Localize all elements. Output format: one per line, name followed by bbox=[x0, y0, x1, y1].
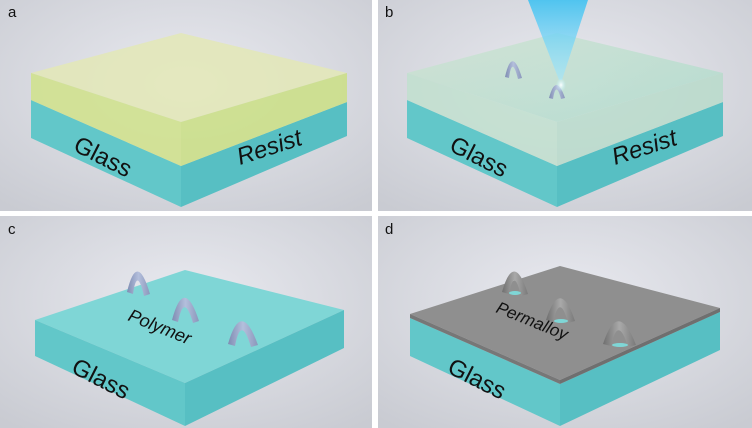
glass-left-face bbox=[410, 318, 560, 426]
resist-top bbox=[407, 33, 723, 122]
polymer-arch-3 bbox=[228, 321, 258, 347]
coated-arch-3 bbox=[603, 321, 636, 347]
resist-right-face bbox=[181, 73, 347, 166]
panel-letter-c: c bbox=[8, 221, 16, 238]
polymer-arch-2 bbox=[172, 297, 199, 323]
resist-right-face bbox=[557, 73, 723, 166]
arch-1-opening bbox=[509, 291, 521, 295]
resist-left-face bbox=[31, 73, 181, 166]
glass-left-face bbox=[407, 100, 557, 207]
written-arch-1 bbox=[505, 61, 522, 79]
glass-top bbox=[35, 270, 344, 383]
panel-a: a Glass Resist bbox=[0, 0, 372, 211]
glass-left-face bbox=[31, 100, 181, 207]
panel-letter-b: b bbox=[385, 4, 393, 21]
glass-right-face bbox=[557, 102, 723, 207]
panel-c: c Polymer Glass bbox=[0, 216, 372, 428]
permalloy-top bbox=[410, 266, 720, 380]
polymer-arch-1 bbox=[127, 271, 150, 296]
resist-volume bbox=[31, 73, 347, 166]
coated-arch-2 bbox=[546, 298, 575, 323]
panel-d: d Permalloy Glass bbox=[378, 216, 752, 428]
horizontal-divider bbox=[0, 211, 752, 216]
laser-beam bbox=[528, 0, 588, 80]
glass-left-face bbox=[35, 320, 185, 426]
arch-3-opening bbox=[612, 343, 628, 347]
coated-arch-1 bbox=[502, 271, 528, 296]
written-arch-2 bbox=[549, 85, 565, 99]
resist-left-face bbox=[407, 73, 557, 166]
laser-focus-spot bbox=[556, 78, 566, 92]
arch-2-opening bbox=[554, 319, 568, 323]
permalloy-left-edge bbox=[410, 314, 560, 384]
panel-b: b Glass Resist bbox=[378, 0, 752, 211]
glass-right-face bbox=[185, 310, 344, 426]
panel-letter-a: a bbox=[8, 4, 17, 21]
permalloy-right-edge bbox=[560, 308, 720, 384]
resist-top bbox=[31, 33, 347, 122]
glass-right-face bbox=[560, 312, 720, 426]
panel-letter-d: d bbox=[385, 221, 393, 238]
glass-right-face bbox=[181, 102, 347, 207]
